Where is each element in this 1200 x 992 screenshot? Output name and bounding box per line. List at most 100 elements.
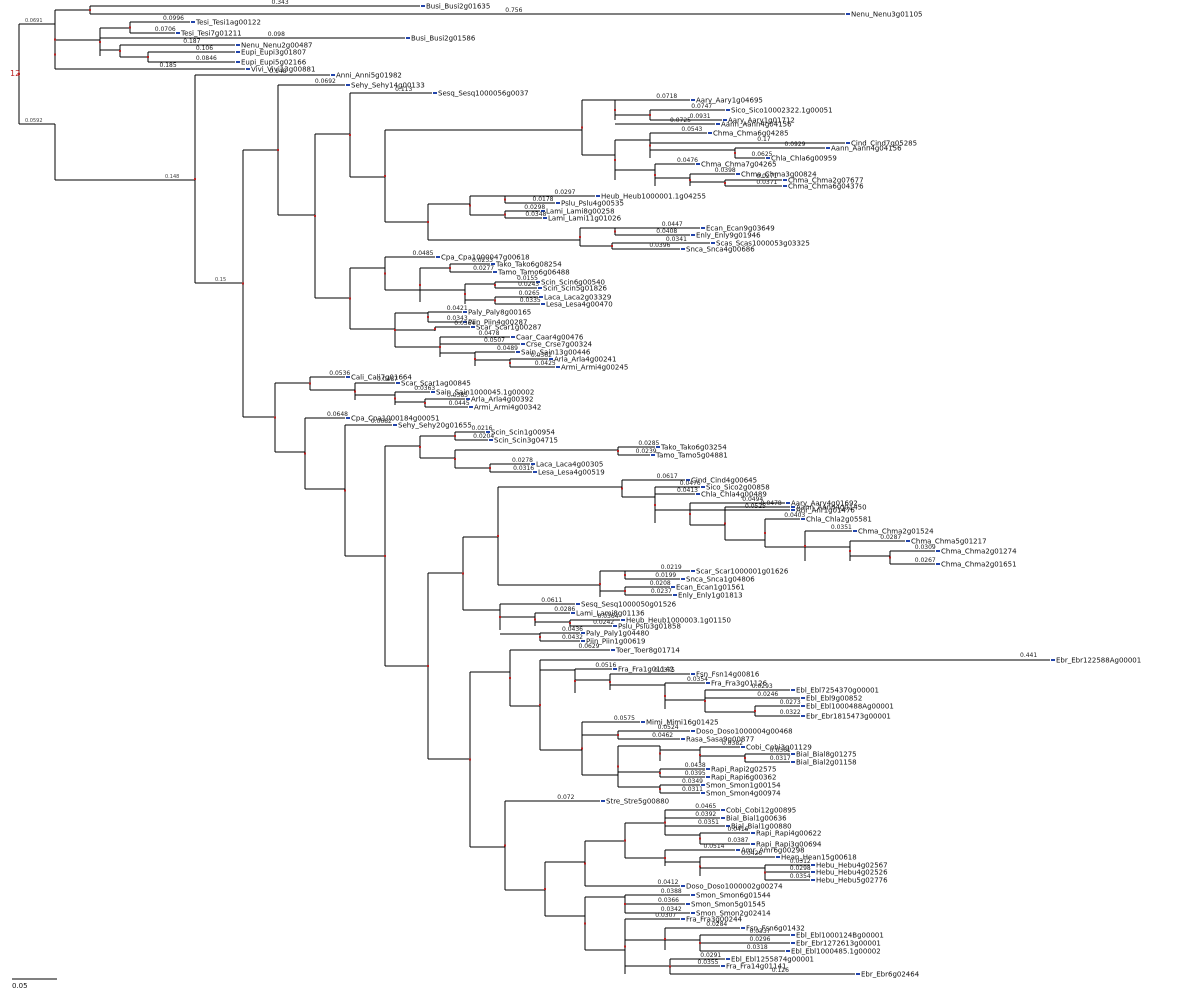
branch-length-label: 0.0363: [414, 385, 435, 392]
branch-length-label: 0.0682: [371, 418, 392, 425]
leaf-label: Ecan_Ecan9g03649: [706, 225, 775, 233]
leaf-label: Tamo_Tamo5g04881: [655, 452, 728, 460]
node-marker: [804, 545, 806, 547]
branch-length-label: 0.0489: [497, 345, 518, 352]
node-marker: [724, 182, 726, 184]
node-marker: [734, 152, 736, 154]
leaf-label: Scin_Scin1g00954: [491, 429, 556, 437]
leaf-label: Cpa_Cpa1000184g00051: [351, 415, 440, 423]
leaf-marker: [493, 271, 497, 273]
branch-length-label: 0.0421: [447, 305, 468, 312]
node-marker: [354, 390, 356, 393]
leaf-label: Eupi_Eupi5g02166: [241, 59, 307, 67]
leaf-marker: [673, 594, 677, 596]
leaf-label: Aann_Aann4g04156: [831, 145, 902, 153]
leaf-label: Ebr_Ebr6g02464: [861, 971, 920, 979]
node-support: 0.0691: [25, 18, 43, 24]
leaf-label: Armi_Armi4g00342: [474, 404, 541, 412]
leaf-marker: [691, 912, 695, 914]
leaf-marker: [801, 697, 805, 699]
leaf-marker: [696, 163, 700, 165]
branch-length-label: 0.343: [272, 0, 289, 6]
branch-length-label: 0.0216: [472, 425, 493, 432]
leaf-label: Rapi_Rapi2g02575: [711, 766, 776, 774]
branch-length-label: 0.0341: [666, 236, 687, 243]
leaf-label: Hebu_Hebu4g02526: [816, 869, 888, 877]
branch-length-label: 0.0271: [756, 173, 777, 180]
leaf-marker: [741, 746, 745, 748]
leaf-label: Lami_Lami8g00258: [546, 208, 615, 216]
leaf-label: Snca_Snca1g04806: [686, 576, 755, 584]
branch-length-label: 0.0364: [454, 320, 475, 327]
node-marker: [611, 245, 613, 247]
branch-length-label: 0.17: [757, 136, 771, 143]
leaf-label: Laca_Laca4g00305: [536, 461, 603, 469]
leaf-marker: [656, 446, 660, 448]
node-marker: [649, 144, 651, 147]
leaf-label: Cobi_Cobi3g01129: [746, 744, 812, 752]
leaf-label: Scar_Scar1g00287: [476, 324, 542, 332]
node-marker: [539, 704, 541, 706]
branch-length-label: 0.0392: [695, 811, 716, 818]
leaf-label: Paly_Paly8g00165: [468, 309, 531, 317]
branch-length-label: 0.0485: [413, 250, 434, 257]
leaf-marker: [723, 119, 727, 121]
leaf-label: Scin_Scin3g04715: [494, 437, 558, 445]
node-marker: [394, 397, 396, 400]
branch-length-label: 0.0725: [670, 117, 691, 124]
branch-length-label: 0.0286: [554, 606, 575, 613]
node-marker: [504, 198, 506, 201]
branch-length-label: 0.0242: [593, 619, 614, 626]
leaf-marker: [766, 157, 770, 159]
leaf-label: Bial_Bial1g00636: [726, 815, 787, 823]
branch-length-label: 0.0351: [698, 819, 719, 826]
leaf-label: Smon_Smon1g00154: [706, 782, 781, 790]
node-marker: [464, 293, 466, 295]
node-marker: [621, 487, 623, 490]
branch-length-label: 0.0436: [562, 626, 583, 633]
node-marker: [349, 134, 351, 136]
leaf-marker: [721, 965, 725, 967]
branch-length-label: 0.0312: [790, 858, 811, 865]
leaf-marker: [521, 343, 525, 345]
leaf-label: Aann_Aann4g04156: [721, 121, 792, 129]
leaf-marker: [681, 578, 685, 580]
branch-length-label: 0.0361: [770, 747, 791, 754]
node-marker: [699, 942, 701, 944]
leaf-marker: [176, 32, 180, 34]
leaf-marker: [691, 99, 695, 101]
branch-length-label: 0.0298: [524, 204, 545, 211]
branch-length-label: 0.0408: [656, 228, 677, 235]
leaf-label: Fra_Fra1g01142: [618, 666, 674, 674]
leaf-marker: [726, 109, 730, 111]
leaf-marker: [701, 784, 705, 786]
leaf-marker: [393, 424, 397, 426]
leaf-marker: [691, 730, 695, 732]
leaf-label: Chma_Chma6g04285: [713, 130, 789, 138]
leaf-label: Vivi_Vivi13g00881: [251, 66, 315, 74]
leaf-marker: [776, 856, 780, 858]
node-marker: [454, 458, 456, 460]
leaf-marker: [463, 311, 467, 313]
leaf-label: Scar_Scar1ag00845: [401, 380, 471, 388]
leaf-marker: [691, 570, 695, 572]
leaf-marker: [791, 761, 795, 763]
branch-length-label: 0.0293: [752, 683, 773, 690]
branch-length-label: 0.0366: [658, 897, 679, 904]
leaf-label: Ebr_Ebr1272613g00001: [796, 940, 881, 948]
node-marker: [242, 282, 244, 285]
leaf-marker: [471, 326, 475, 328]
node-marker: [274, 416, 276, 419]
branch-length-label: 0.0846: [196, 55, 217, 62]
leaf-label: Smon_Smon5g01545: [691, 901, 766, 909]
node-marker: [509, 362, 511, 364]
leaf-label: Busi_Busi2g01635: [426, 3, 490, 11]
leaf-label: Ebl_Ebl1000485.1g00002: [791, 948, 881, 956]
leaf-marker: [696, 493, 700, 495]
leaf-label: Anni_Anni5g01982: [336, 72, 402, 80]
branch-length-label: 0.0747: [691, 103, 712, 110]
node-marker: [309, 382, 311, 385]
node-marker: [534, 618, 536, 621]
node-marker: [439, 346, 441, 348]
